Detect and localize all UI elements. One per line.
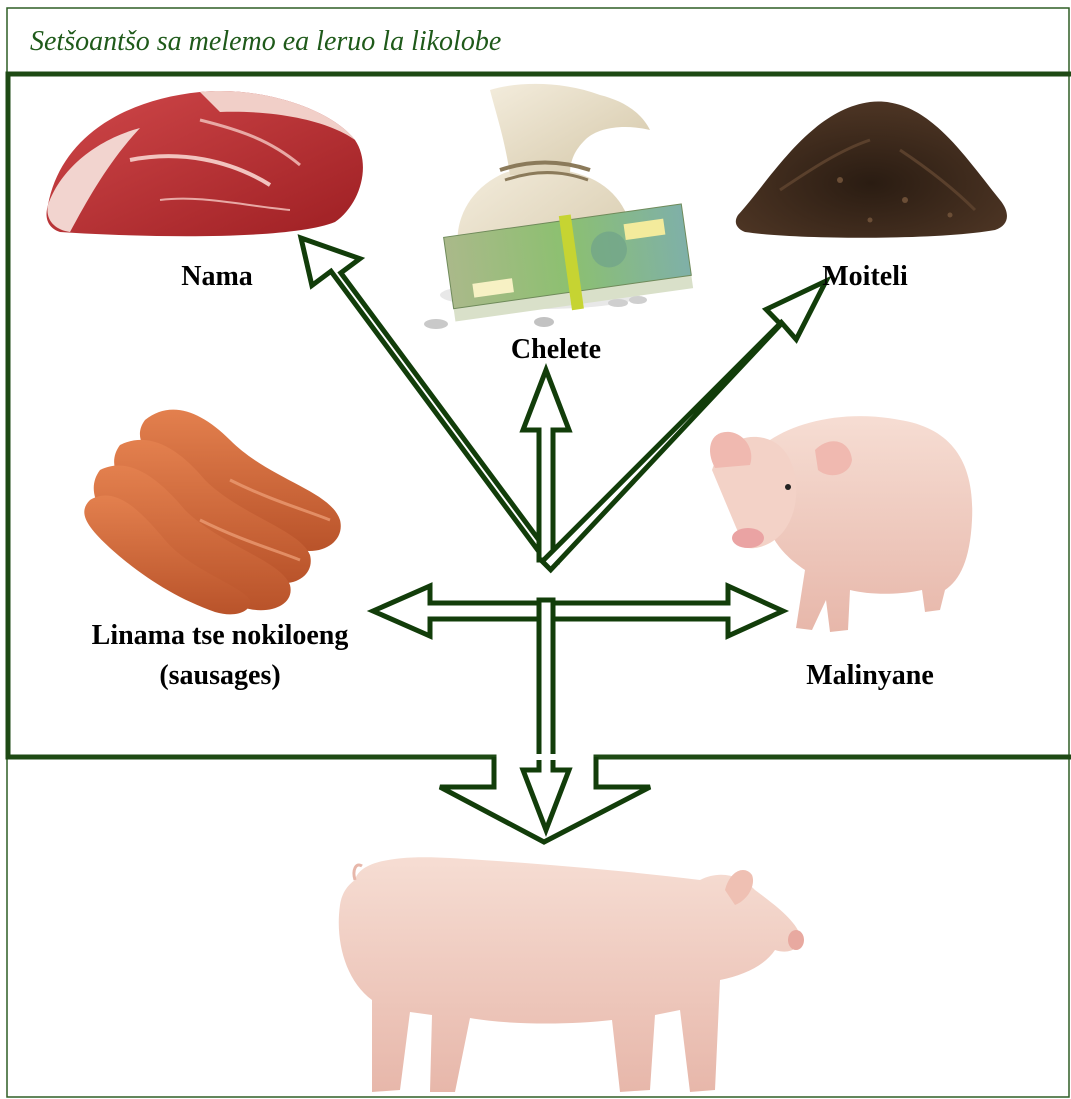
sausages-image bbox=[84, 410, 340, 615]
label-manure: Moiteli bbox=[800, 257, 930, 297]
arrow-stem-down bbox=[523, 600, 569, 830]
pig-image bbox=[339, 857, 804, 1092]
label-money: Chelete bbox=[486, 330, 626, 370]
label-sausages-line2: (sausages) bbox=[60, 656, 380, 696]
diagram-caption: Setšoantšo sa melemo ea leruo la likolob… bbox=[30, 26, 501, 58]
meat-image bbox=[47, 91, 363, 236]
label-sausages-line1: Linama tse nokiloeng bbox=[60, 616, 380, 656]
arrow-to-sausages-and-piglets bbox=[373, 586, 783, 636]
manure-pile-image bbox=[736, 102, 1007, 238]
money-bag-image bbox=[424, 84, 694, 329]
label-sausages: Linama tse nokiloeng (sausages) bbox=[60, 616, 380, 696]
label-piglets: Malinyane bbox=[780, 656, 960, 696]
label-meat: Nama bbox=[157, 257, 277, 297]
